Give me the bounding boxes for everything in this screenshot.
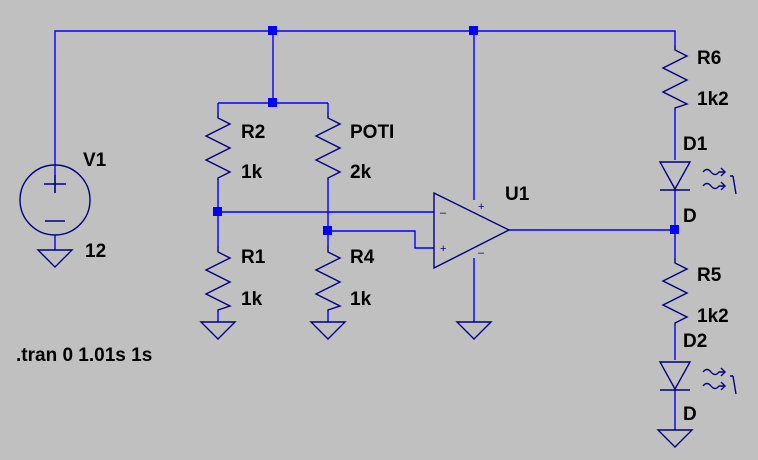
- resistor-r1[interactable]: [204, 246, 232, 312]
- junctions: [213, 26, 679, 235]
- r1-value: 1k: [241, 289, 263, 310]
- resistor-r4[interactable]: [314, 246, 342, 312]
- spice-directive[interactable]: .tran 0 1.01s 1s: [16, 345, 152, 366]
- resistor-r2[interactable]: [204, 112, 232, 180]
- v1-name: V1: [83, 150, 107, 171]
- ground-icon: [309, 321, 347, 340]
- u1-name: U1: [505, 184, 530, 205]
- svg-text:–: –: [478, 247, 485, 259]
- svg-text:–: –: [440, 207, 447, 219]
- light-emission-icon: [702, 167, 737, 195]
- ground-icon: [199, 321, 237, 340]
- r5-name: R5: [697, 265, 722, 286]
- r2-name: R2: [241, 122, 265, 143]
- poti-name: POTI: [350, 122, 394, 143]
- r4-value: 1k: [350, 289, 372, 310]
- opamp-u1[interactable]: – + + –: [433, 191, 511, 270]
- ground-icon: [656, 429, 694, 448]
- ground-icon: [36, 249, 74, 268]
- r4-name: R4: [350, 247, 375, 268]
- svg-text:+: +: [478, 201, 484, 213]
- led-d1[interactable]: [658, 161, 737, 195]
- d2-value: D: [683, 404, 697, 425]
- light-emission-icon: [702, 367, 737, 395]
- resistor-r5[interactable]: [661, 258, 689, 325]
- d1-value: D: [683, 206, 697, 227]
- ground-icon: [455, 321, 493, 340]
- r5-value: 1k2: [697, 306, 729, 327]
- r6-value: 1k2: [697, 89, 729, 110]
- r1-name: R1: [241, 247, 266, 268]
- poti-value: 2k: [350, 162, 372, 183]
- led-d2[interactable]: [658, 361, 737, 395]
- r6-name: R6: [697, 48, 721, 69]
- d1-name: D1: [683, 134, 708, 155]
- voltage-source-v1[interactable]: [19, 164, 91, 236]
- d2-name: D2: [683, 331, 707, 352]
- v1-value: 12: [85, 241, 106, 262]
- wires: [54, 30, 676, 430]
- svg-text:+: +: [440, 243, 446, 255]
- resistor-r6[interactable]: [661, 45, 689, 110]
- potentiometer-poti[interactable]: [314, 112, 342, 180]
- r2-value: 1k: [241, 162, 263, 183]
